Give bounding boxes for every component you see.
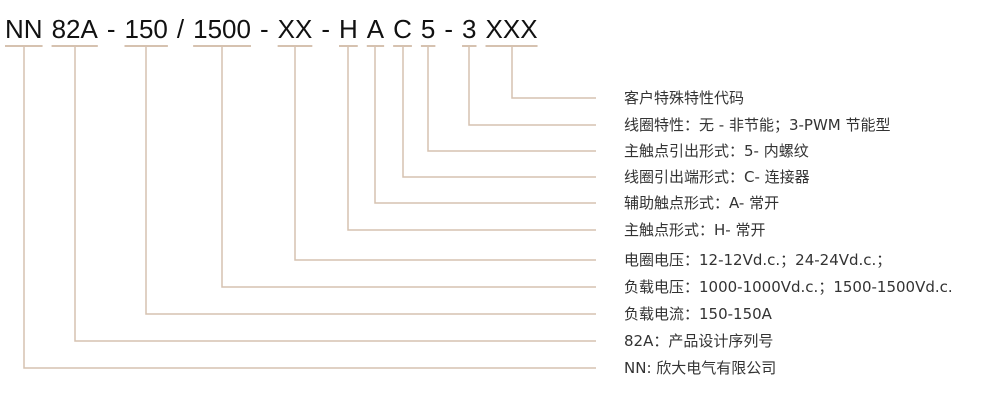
explanation-label: 电圈电压：12-12Vd.c.；24-24Vd.c.；	[624, 251, 891, 269]
code-segment: 3	[462, 14, 476, 44]
leader-line	[294, 46, 596, 261]
code-segment: NN	[5, 14, 43, 44]
code-segment: -	[260, 14, 269, 44]
code-segment: XXX	[486, 14, 538, 44]
leader-line	[468, 46, 596, 126]
leader-line	[347, 46, 596, 231]
code-segment: H	[339, 14, 358, 44]
leader-line	[221, 46, 596, 288]
leader-line	[511, 46, 596, 99]
leader-line	[374, 46, 596, 204]
explanation-label: NN: 欣大电气有限公司	[624, 359, 776, 377]
leader-line	[23, 46, 596, 369]
code-segment: 5	[421, 14, 435, 44]
leader-line	[145, 46, 596, 315]
explanation-label: 82A：产品设计序列号	[624, 332, 773, 350]
explanation-label: 主触点引出形式：5- 内螺纹	[624, 142, 809, 160]
explanation-label: 辅助触点形式：A- 常开	[624, 194, 779, 212]
explanation-label: 主触点形式：H- 常开	[624, 221, 765, 239]
code-segment: A	[367, 14, 385, 44]
code-segment: /	[177, 14, 185, 44]
leader-line	[402, 46, 596, 178]
code-segment: -	[444, 14, 453, 44]
explanation-label: 负载电流：150-150A	[624, 305, 773, 323]
explanation-label: 线圈特性：无 - 非节能；3-PWM 节能型	[624, 116, 891, 134]
code-segment: 1500	[193, 14, 251, 44]
explanation-label: 线圈引出端形式：C- 连接器	[624, 168, 810, 186]
explanation-label: 负载电压：1000-1000Vd.c.；1500-1500Vd.c.	[624, 278, 953, 296]
code-segment: XX	[278, 14, 313, 44]
code-segment: C	[393, 14, 412, 44]
leader-line	[427, 46, 596, 152]
explanation-label: 客户特殊特性代码	[624, 89, 744, 107]
code-segment: 82A	[52, 14, 99, 44]
code-segment: -	[107, 14, 116, 44]
code-segment: -	[321, 14, 330, 44]
leader-line	[74, 46, 596, 342]
code-segment: 150	[125, 14, 168, 44]
